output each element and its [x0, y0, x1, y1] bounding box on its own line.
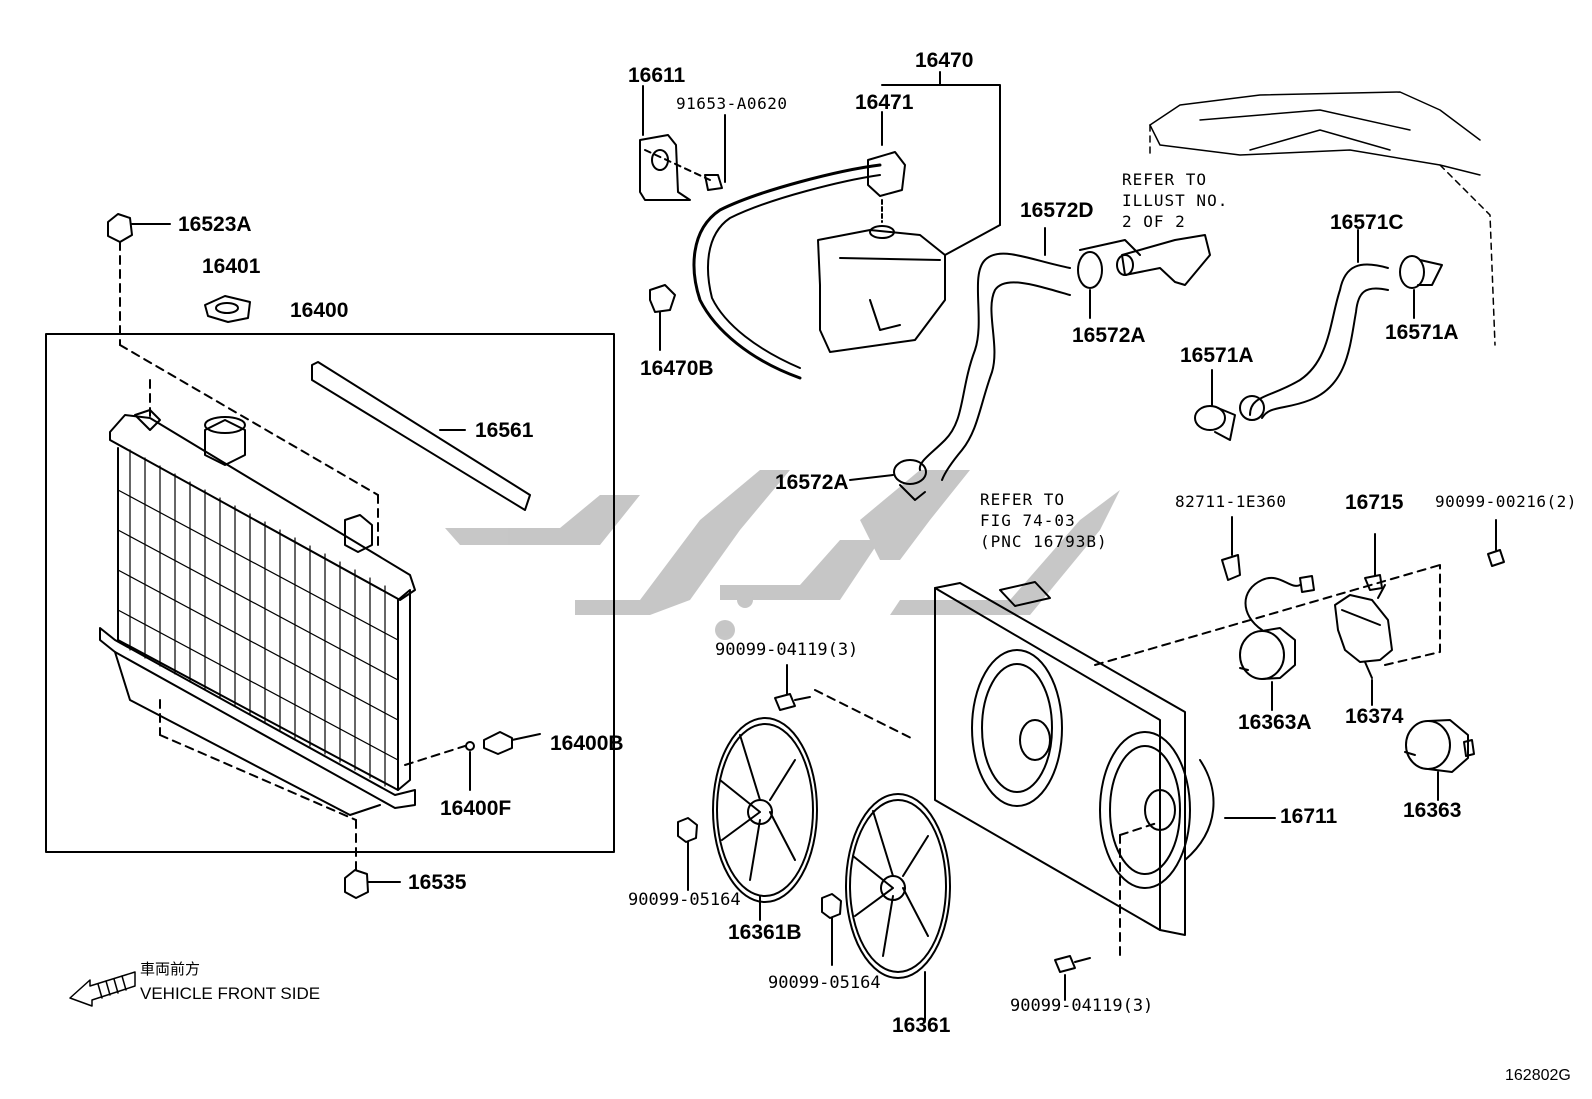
drain-cock-icon [465, 731, 541, 791]
clip-small-icon [1221, 516, 1241, 581]
fan-motor-icon [1404, 719, 1475, 801]
label-16400F: 16400F [440, 797, 512, 820]
nut-right-icon [821, 893, 842, 966]
bracket-icon [639, 134, 711, 201]
refer-illust-line-3: 2 OF 2 [1122, 211, 1186, 231]
label-16363A: 16363A [1238, 711, 1312, 734]
motor-bracket-icon [1334, 533, 1393, 706]
hose-clamp-left-icon [1194, 369, 1236, 441]
label-16374: 16374 [1345, 705, 1404, 728]
fan-shroud-icon [934, 582, 1276, 936]
label-16611: 16611 [628, 64, 686, 87]
label-90099-00216: 90099-00216(2) [1435, 492, 1577, 511]
gasket-icon [204, 295, 251, 323]
upper-hose-icon [918, 227, 1071, 481]
label-16523A: 16523A [178, 213, 252, 236]
cushion-icon [344, 869, 401, 899]
label-16572A-top: 16572A [1072, 324, 1146, 347]
fan-16361-icon [845, 793, 951, 1021]
label-82711-1E360: 82711-1E360 [1175, 492, 1287, 511]
label-91653-A0620: 91653-A0620 [676, 94, 788, 113]
vehicle-front-arrow-icon [69, 971, 136, 1007]
refer-illust-line-1: REFER TO [1122, 170, 1208, 189]
label-90099-05164-left: 90099-05164 [628, 890, 741, 910]
label-16715: 16715 [1345, 491, 1404, 514]
bolt-top-icon [774, 664, 811, 711]
label-16363: 16363 [1403, 799, 1462, 822]
label-16561: 16561 [475, 419, 534, 442]
refer-tag-icon [999, 581, 1051, 607]
hose-clamp-lower-icon [849, 459, 927, 501]
label-16535: 16535 [408, 871, 467, 894]
label-16400: 16400 [290, 299, 349, 322]
refer-illust-line-2: ILLUST NO. [1122, 190, 1229, 210]
overflow-hose-icon [692, 111, 906, 380]
engine-outline-icon [1149, 91, 1496, 346]
refer-fig-note: REFER TO FIG 74-03 (PNC 16793B) [980, 490, 1108, 552]
direction-en: VEHICLE FRONT SIDE [140, 984, 321, 1003]
fan-16361B-icon [712, 717, 818, 921]
fan-motor-A-icon [1239, 575, 1315, 711]
label-16470: 16470 [915, 49, 974, 72]
bolt-right-icon [1487, 519, 1505, 567]
direction-jp: 車両前方 [140, 961, 201, 978]
seal-strip-icon [311, 361, 531, 511]
label-16400B: 16400B [550, 732, 624, 755]
label-90099-04119-top: 90099-04119(3) [715, 640, 859, 660]
label-16361B: 16361B [728, 921, 802, 944]
label-16571A-right: 16571A [1385, 321, 1459, 344]
clip-icon [649, 284, 676, 351]
reservoir-tank-icon [817, 199, 1001, 353]
label-16711: 16711 [1280, 805, 1338, 828]
watermark-logo [445, 470, 1120, 640]
label-16571A-left: 16571A [1180, 344, 1254, 367]
label-16401: 16401 [202, 255, 261, 278]
water-outlet-icon [1116, 234, 1211, 286]
label-90099-05164-right: 90099-05164 [768, 973, 881, 993]
hose-clamp-right-icon [1399, 255, 1443, 319]
diagram-id: 162802G [1505, 1067, 1571, 1084]
label-16471: 16471 [855, 91, 914, 114]
refer-fig-line-3: (PNC 16793B) [980, 531, 1108, 551]
refer-fig-line-1: REFER TO [980, 490, 1066, 509]
label-16572D: 16572D [1020, 199, 1094, 222]
radiator-icon [99, 409, 416, 816]
label-16571C: 16571C [1330, 211, 1404, 234]
label-16572A-low: 16572A [775, 471, 849, 494]
label-16470B: 16470B [640, 357, 714, 380]
radiator-cap-icon [107, 213, 171, 243]
refer-fig-line-2: FIG 74-03 [980, 510, 1076, 530]
label-90099-04119-bottom: 90099-04119(3) [1010, 996, 1154, 1016]
lower-hose-icon [1239, 229, 1389, 421]
radiator-group-box [45, 333, 615, 853]
bolt-bottom-icon [1054, 955, 1091, 1001]
hose-clamp-icon [1077, 239, 1141, 319]
bolt-icon [704, 114, 726, 191]
label-16361: 16361 [892, 1014, 951, 1037]
nut-left-icon [677, 817, 698, 891]
refer-illust-note: REFER TO ILLUST NO. 2 OF 2 [1122, 170, 1228, 232]
